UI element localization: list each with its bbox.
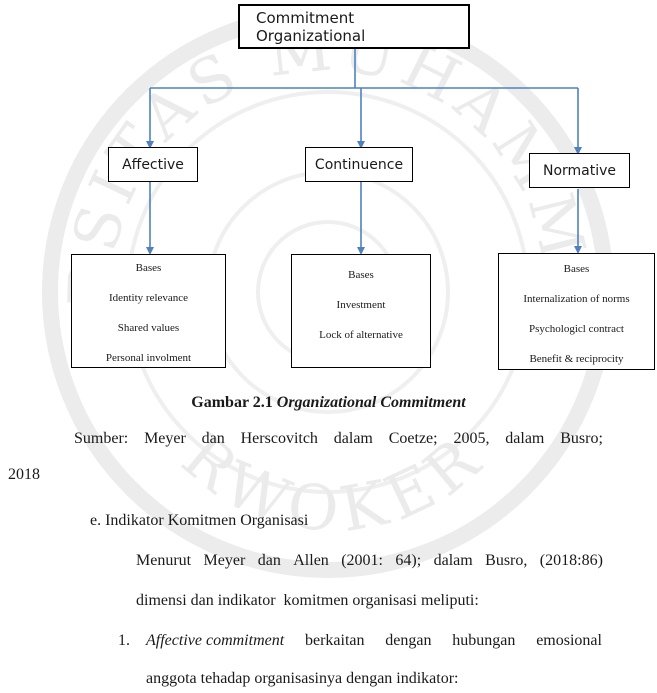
bases-heading: Bases [348, 269, 374, 281]
figure-caption: Gambar 2.1 Organizational Commitment [0, 394, 657, 412]
body-word: 64); [395, 552, 422, 569]
figure-title: Organizational Commitment [276, 394, 466, 411]
source-year: 2018 [8, 466, 40, 483]
body-word: dalam [433, 552, 473, 569]
body-word: (2018:86) [539, 552, 603, 569]
bases-item: Shared values [117, 322, 180, 334]
list-item-term: Affective commitment [146, 632, 285, 649]
body-word: Busro, [485, 552, 528, 569]
bases-box-continuence: Bases Investment Lock of alternative [291, 254, 431, 368]
body-word: emosional [536, 632, 602, 649]
body-word: dengan [385, 632, 432, 649]
bases-item: Psychologicl contract [528, 323, 624, 335]
source-word: Busro; [560, 430, 603, 447]
body-line-1: Menurut Meyer dan Allen (2001: 64); dala… [136, 552, 603, 570]
source-line: Sumber: Meyer dan Herscovitch dalam Coet… [74, 430, 603, 448]
source-word: Coetze; [388, 430, 438, 447]
bases-box-affective: Bases Identity relevance Shared values P… [71, 254, 226, 368]
body-word: dan [257, 552, 281, 569]
list-item-text: Affective commitment berkaitan dengan hubun… [146, 632, 602, 650]
figure-number: Gambar 2.1 [191, 394, 273, 411]
list-item-number: 1. [118, 632, 130, 649]
category-label-continuence: Continuence [314, 156, 404, 173]
source-word: Meyer [144, 430, 186, 447]
bases-heading: Bases [563, 263, 590, 275]
bases-item: Internalization of norms [523, 293, 630, 305]
source-word: dalam [333, 430, 373, 447]
body-word: hubungan [452, 632, 516, 649]
bases-heading: Bases [135, 262, 162, 274]
category-box-continuence: Continuence [305, 147, 413, 182]
body-word: Menurut [136, 552, 192, 569]
bases-item: Benefit & reciprocity [529, 353, 624, 365]
bases-item: Investment [336, 299, 386, 311]
body-word: (2001: [341, 552, 383, 569]
root-node-label: Commitment Organizational [256, 8, 366, 45]
source-word: Sumber: [74, 430, 129, 447]
bases-item: Identity relevance [108, 292, 189, 304]
source-word: dalam [505, 430, 545, 447]
list-item-1-continuation: anggota tehadap organisasinya dengan ind… [146, 670, 459, 687]
category-box-normative: Normative [529, 153, 630, 188]
category-label-affective: Affective [122, 156, 184, 173]
bases-box-normative: Bases Internalization of norms Psycholog… [498, 253, 655, 370]
section-heading: e. Indikator Komitmen Organisasi [90, 512, 309, 529]
diagram-connectors [146, 48, 582, 255]
bases-item: Lock of alternative [319, 329, 403, 341]
category-box-affective: Affective [108, 147, 198, 182]
body-line-2: dimensi dan indikator komitmen organisas… [136, 592, 479, 609]
body-word: berkaitan [304, 632, 365, 649]
body-word: Meyer [203, 552, 246, 569]
organizational-commitment-diagram: Commitment Organizational Affective Cont… [71, 4, 655, 370]
category-label-normative: Normative [542, 162, 617, 179]
body-word: Allen [293, 552, 329, 569]
source-word: dan [201, 430, 225, 447]
source-word: Herscovitch [240, 430, 318, 447]
source-word: 2005, [453, 430, 490, 447]
root-node-box: Commitment Organizational [238, 4, 470, 49]
bases-item: Personal involment [105, 352, 192, 364]
list-item-1: 1. Affective commitment berkaitan dengan hub… [118, 632, 602, 650]
